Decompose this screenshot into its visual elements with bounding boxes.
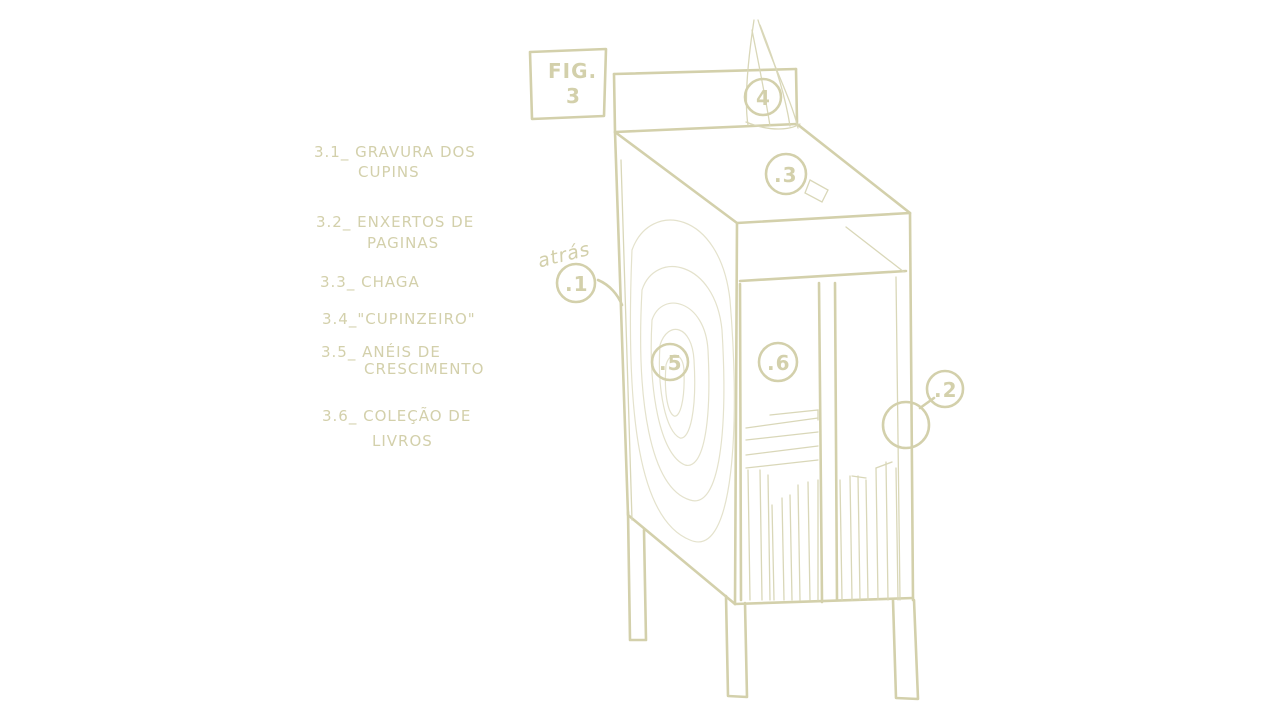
callout-6: .6 (757, 341, 799, 383)
termite-mound (745, 19, 801, 130)
callout-5: .5 (650, 342, 690, 382)
book-collection (745, 409, 899, 601)
legend-item-6-line1: 3.6_ COLEÇÃO DE (322, 406, 471, 426)
callout-2: .2 (925, 369, 965, 409)
callout-1: .1 (555, 262, 597, 304)
callout-6-number: .6 (767, 351, 791, 375)
legend-item-5-line2: CRESCIMENTO (364, 360, 484, 378)
legend-item-2-line1: 3.2_ ENXERTOS DE (316, 213, 474, 232)
legend-item-5-line1: 3.5_ ANÉIS DE (321, 342, 441, 362)
callout-1-number: .1 (565, 272, 589, 296)
callout-3: .3 (764, 152, 808, 196)
callout-2-number: .2 (934, 378, 958, 402)
cabinet-drawing (596, 19, 936, 701)
callout-4-number: 4 (756, 86, 771, 110)
figure-label: FIG. 3 (528, 47, 608, 121)
legend-item-4-line1: 3.4_"CUPINZEIRO" (322, 310, 476, 329)
figure-label-line1: FIG. (548, 59, 597, 83)
legend-item-1-line1: 3.1_ GRAVURA DOS (314, 143, 476, 162)
callout-4: 4 (743, 77, 783, 117)
growth-rings (629, 219, 735, 543)
legend-item-1-line2: CUPINS (358, 163, 420, 181)
figure-label-line2: 3 (566, 84, 581, 108)
legend-item-2-line2: PAGINAS (367, 234, 439, 252)
callout-5-number: .5 (659, 351, 683, 375)
legend-item-6-line2: LIVROS (372, 432, 433, 450)
callout-3-number: .3 (774, 163, 798, 187)
legend-item-3-line1: 3.3_ CHAGA (320, 273, 420, 292)
legend-list: 3.1_ GRAVURA DOS CUPINS 3.2_ ENXERTOS DE… (314, 143, 484, 450)
